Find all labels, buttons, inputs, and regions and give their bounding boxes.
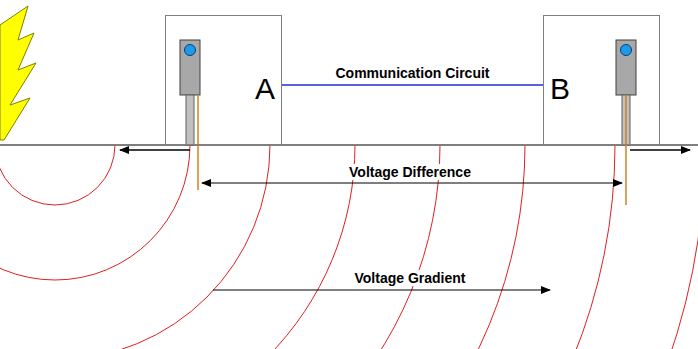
voltage-arc <box>0 146 190 280</box>
dimension-label: Voltage Gradient <box>352 270 469 286</box>
building-box: B <box>543 15 660 145</box>
voltage-arcs <box>0 146 698 349</box>
edge-label: Communication Circuit <box>332 65 492 81</box>
voltage-arc <box>0 146 525 349</box>
building-label: B <box>550 74 570 104</box>
voltage-arc <box>0 146 698 349</box>
building-label: A <box>255 74 275 104</box>
difference-arrow <box>202 182 622 183</box>
voltage-arc <box>0 146 270 349</box>
voltage-arc <box>0 146 615 349</box>
voltage-arc <box>0 146 355 349</box>
ground-rod-a <box>120 40 200 190</box>
gradient-arrow <box>213 289 550 290</box>
lightning-bolt <box>0 6 36 140</box>
dimension-label: Voltage Difference <box>346 164 474 180</box>
ground-rod-b <box>616 40 690 205</box>
voltage-arc <box>0 146 115 205</box>
building-box: A <box>165 15 282 145</box>
communication-line <box>282 84 543 86</box>
